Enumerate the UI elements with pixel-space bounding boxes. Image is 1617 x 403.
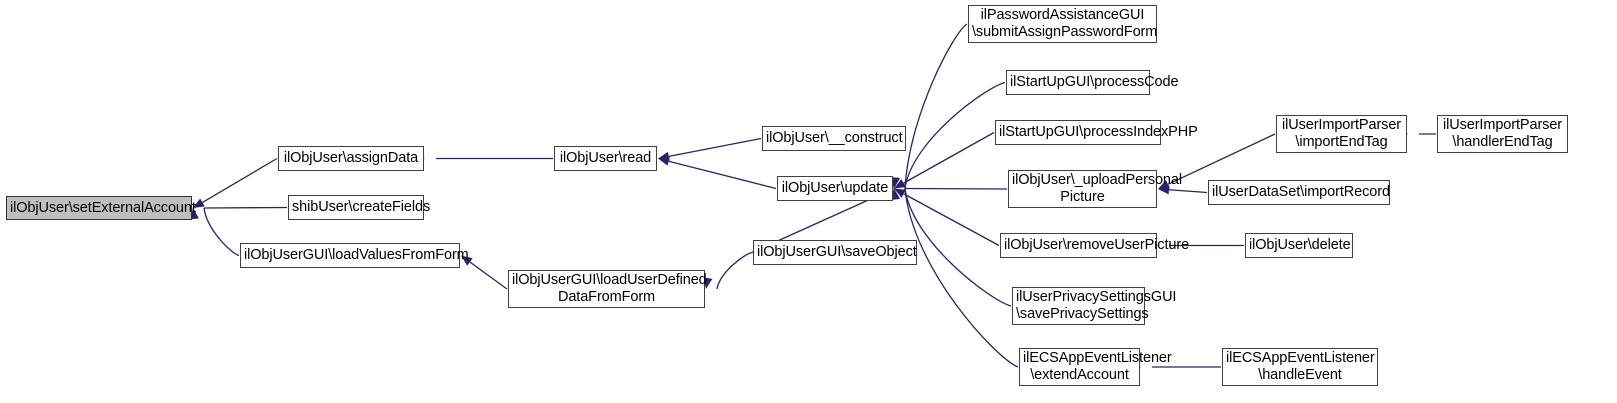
graph-node-setExternalAccount: ilObjUser\setExternalAccount	[6, 196, 196, 220]
graph-edge-createFields-to-setExternalAccount	[203, 206, 288, 209]
graph-node-label: ilObjUser\__construct	[766, 130, 903, 146]
graph-edge-extendAccount-to-update	[904, 188, 1019, 368]
graph-node-label: ilPasswordAssistanceGUI \submitAssignPas…	[972, 7, 1158, 40]
graph-edge-processIndexPHP-to-update	[903, 131, 995, 184]
graph-node-submitAssignPasswordForm[interactable]: ilPasswordAssistanceGUI \submitAssignPas…	[968, 5, 1157, 43]
graph-node-label: ilStartUpGUI\processIndexPHP	[999, 124, 1198, 140]
graph-node-label: ilObjUser\read	[559, 150, 652, 166]
graph-node-loadUserDefinedDataFromForm[interactable]: ilObjUserGUI\loadUserDefined DataFromFor…	[508, 270, 707, 308]
edge-arrowhead	[658, 156, 670, 166]
graph-node-importEndTag[interactable]: ilUserImportParser \importEndTag	[1276, 115, 1407, 153]
graph-node-assignData[interactable]: ilObjUser\assignData	[278, 146, 424, 171]
graph-edge-savePrivacySettings-to-update	[904, 188, 1012, 307]
graph-node-createFields[interactable]: shibUser\createFields	[288, 195, 431, 220]
edge-arrowhead	[894, 179, 906, 189]
graph-node-label: ilObjUserGUI\saveObject	[757, 244, 917, 260]
graph-edge-uploadPersonalPicture-to-update	[904, 187, 1008, 190]
graph-edge-importEndTag-to-uploadPersonalPicture	[1167, 133, 1276, 185]
graph-edge-removeUserPicture-to-update	[903, 193, 1000, 247]
graph-edge-processCode-to-update	[904, 81, 1006, 189]
graph-node-delete[interactable]: ilObjUser\delete	[1245, 233, 1353, 258]
graph-node-label: ilObjUserGUI\loadValuesFromForm	[244, 247, 469, 263]
graph-edge-importRecord-to-uploadPersonalPicture	[1168, 189, 1208, 194]
graph-edge-submitAssignPasswordForm-to-update	[904, 23, 968, 189]
graph-node-label: shibUser\createFields	[292, 199, 431, 215]
graph-node-loadValuesFromForm[interactable]: ilObjUserGUI\loadValuesFromForm	[240, 243, 469, 268]
graph-node-label: ilECSAppEventListener \extendAccount	[1023, 350, 1172, 383]
graph-node-uploadPersonalPicture[interactable]: ilObjUser\_uploadPersonal Picture	[1008, 170, 1182, 208]
graph-node-handleEvent[interactable]: ilECSAppEventListener \handleEvent	[1222, 348, 1378, 386]
graph-edge-saveObject-to-loadUserDefinedDataFromForm	[716, 251, 753, 290]
graph-edge-assignData-to-setExternalAccount	[202, 157, 278, 203]
graph-node-savePrivacySettings[interactable]: ilUserPrivacySettingsGUI \savePrivacySet…	[1012, 287, 1177, 325]
graph-edge-update-to-read	[668, 160, 777, 190]
edge-arrowhead	[894, 188, 906, 198]
graph-node-importRecord[interactable]: ilUserDataSet\importRecord	[1208, 180, 1390, 205]
graph-edge-loadValuesFromForm-to-setExternalAccount	[203, 207, 240, 257]
graph-node-extendAccount[interactable]: ilECSAppEventListener \extendAccount	[1019, 348, 1172, 386]
graph-node-label: ilObjUser\assignData	[283, 150, 419, 166]
graph-edge-construct-to-read	[668, 137, 762, 158]
graph-node-processIndexPHP[interactable]: ilStartUpGUI\processIndexPHP	[995, 120, 1198, 145]
graph-node-label: ilUserImportParser \importEndTag	[1281, 117, 1402, 150]
graph-node-label: ilStartUpGUI\processCode	[1010, 74, 1179, 90]
graph-node-label: ilUserImportParser \handlerEndTag	[1442, 117, 1563, 150]
graph-node-removeUserPicture[interactable]: ilObjUser\removeUserPicture	[1000, 233, 1190, 258]
graph-edge-loadUserDefinedDataFromForm-to-loadValuesFromForm	[469, 261, 508, 290]
graph-node-label: ilUserDataSet\importRecord	[1212, 184, 1390, 200]
graph-node-construct[interactable]: ilObjUser\__construct	[762, 126, 906, 151]
graph-node-processCode[interactable]: ilStartUpGUI\processCode	[1006, 70, 1179, 95]
graph-node-label: ilObjUser\delete	[1249, 237, 1351, 253]
graph-node-label: ilUserPrivacySettingsGUI \savePrivacySet…	[1016, 289, 1177, 322]
graph-node-label: ilObjUserGUI\loadUserDefined DataFromFor…	[512, 272, 707, 305]
edge-arrowhead	[658, 151, 670, 161]
graph-node-label: ilObjUser\update	[781, 180, 889, 196]
graph-node-handlerEndTag[interactable]: ilUserImportParser \handlerEndTag	[1437, 115, 1568, 153]
graph-node-read[interactable]: ilObjUser\read	[554, 146, 657, 171]
graph-node-saveObject[interactable]: ilObjUserGUI\saveObject	[753, 240, 917, 265]
graph-node-label: ilObjUser\setExternalAccount	[10, 199, 196, 216]
graph-node-label: ilECSAppEventListener \handleEvent	[1226, 350, 1375, 383]
graph-node-update[interactable]: ilObjUser\update	[777, 176, 893, 201]
graph-node-label: ilObjUser\removeUserPicture	[1004, 237, 1190, 253]
graph-node-label: ilObjUser\_uploadPersonal Picture	[1012, 172, 1182, 205]
